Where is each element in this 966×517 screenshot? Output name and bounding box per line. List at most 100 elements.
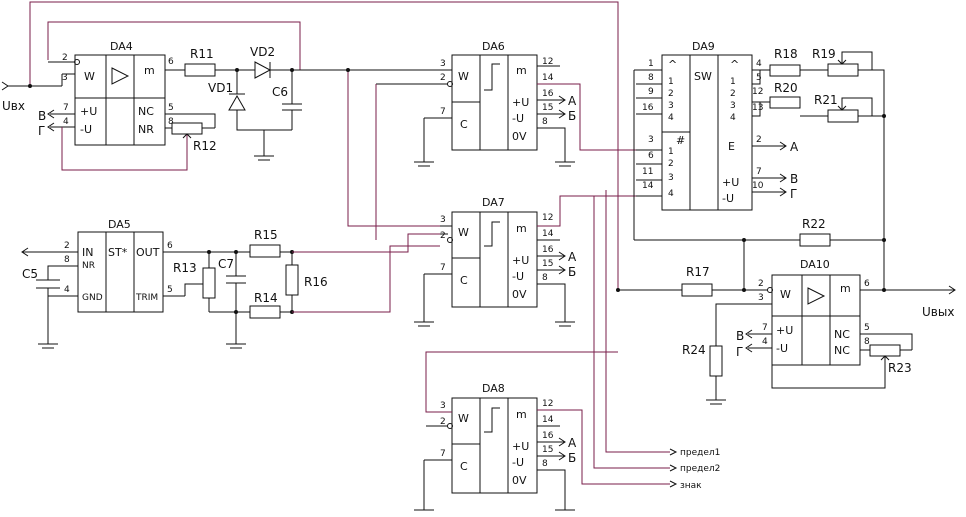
da8-pin-3: 3: [440, 401, 446, 411]
capacitor-c7: C7: [218, 250, 246, 349]
vd1-label: VD1: [208, 81, 233, 95]
da9-pin-5: 5: [756, 73, 762, 83]
da7-pin-16: 16: [542, 245, 554, 255]
da5-out: OUT: [136, 246, 160, 259]
da9-row-l1: 1: [668, 77, 674, 87]
resistor-r23: R23: [771, 333, 913, 389]
da6-pin-15: 15: [542, 103, 553, 113]
da8-pu: +U: [512, 440, 529, 453]
da8-pin-8: 8: [542, 459, 548, 469]
da5-gnd: GND: [82, 293, 103, 303]
da10-w: W: [780, 288, 791, 301]
chip-da6: DA6 W C m +U -U 0V 3 2 7 12 14 16 15 8 А…: [376, 40, 636, 167]
da9-row-r3: 3: [730, 101, 736, 111]
da10-pin-5: 5: [864, 323, 870, 333]
da9-v-label: В: [790, 172, 798, 186]
da10-pin-7: 7: [762, 323, 768, 333]
da9-pin-12: 12: [752, 87, 763, 97]
output-terminal: Uвых: [860, 285, 956, 319]
da10-v-label: В: [736, 329, 744, 343]
da8-w: W: [458, 412, 469, 425]
da8-name: DA8: [482, 382, 505, 395]
da7-pin-15: 15: [542, 259, 553, 269]
da9-pin-7: 7: [756, 167, 762, 177]
da5-trim: TRIM: [135, 293, 158, 303]
chip-da8: DA8 W C m +U -U 0V 3 2 7 12 14 16 15 8 А…: [414, 351, 670, 511]
da7-w: W: [458, 226, 469, 239]
da5-nr: NR: [82, 261, 95, 271]
da7-name: DA7: [482, 196, 505, 209]
da4-pin-2: 2: [62, 53, 68, 63]
da9-caret-left: ^: [668, 58, 677, 71]
da9-pin-2: 2: [756, 135, 762, 145]
da8-pin-2: 2: [440, 417, 446, 427]
da5-pin-2: 2: [64, 241, 70, 251]
da10-name: DA10: [800, 258, 830, 271]
da7-mu: -U: [512, 270, 524, 283]
resistor-r14: R14: [249, 291, 292, 319]
resistor-r24: R24: [682, 343, 726, 405]
da4-g-label: Г: [38, 124, 45, 138]
da5-name: DA5: [108, 218, 131, 231]
r23-label: R23: [888, 361, 912, 375]
da7-pin-3: 3: [440, 215, 446, 225]
da8-mu: -U: [512, 456, 524, 469]
da6-pin-8: 8: [542, 117, 548, 127]
da4-name: DA4: [110, 40, 133, 53]
da9-row-b3: 3: [668, 173, 674, 183]
r13-label: R13: [173, 261, 197, 275]
da6-pin-3: 3: [440, 59, 446, 69]
da10-pu: +U: [776, 324, 793, 337]
da4-return-wire: [47, 21, 301, 70]
da9-pin-14: 14: [642, 181, 654, 191]
da6-mu: -U: [512, 112, 524, 125]
r24-label: R24: [682, 343, 706, 357]
resistor-r22: R22: [634, 217, 886, 247]
da7-c: C: [460, 274, 468, 287]
da10-mu: -U: [776, 342, 788, 355]
da5-pin-4: 4: [64, 285, 70, 295]
da6-pu: +U: [512, 96, 529, 109]
da10-nc-2: NC: [834, 344, 850, 357]
da4-pin-4: 4: [63, 117, 69, 127]
da5-pin-5: 5: [167, 285, 173, 295]
resistor-r12: R12: [61, 122, 217, 171]
da10-pin-2: 2: [758, 279, 764, 289]
output-sign-label: знак: [680, 481, 702, 491]
da9-e: E: [728, 140, 735, 153]
resistor-r15: R15: [249, 228, 292, 258]
da9-pin-6: 6: [648, 151, 654, 161]
da4-minus-u: -U: [80, 123, 92, 136]
da9-row-l2: 2: [668, 89, 674, 99]
da9-row-r1: 1: [730, 77, 736, 87]
c6-label: C6: [272, 85, 288, 99]
vd2-label: VD2: [250, 45, 275, 59]
da8-m: m: [516, 408, 527, 421]
da9-pin-8: 8: [648, 73, 654, 83]
da9-pin-16: 16: [642, 103, 654, 113]
da9-pin-10: 10: [752, 181, 764, 191]
da10-pin-8: 8: [864, 337, 870, 347]
diode-vd2: VD2: [250, 45, 440, 79]
da10-m: m: [840, 282, 851, 295]
resistor-r20: R20: [752, 81, 801, 109]
da9-a-label: А: [790, 140, 799, 154]
da8-pin-12: 12: [542, 399, 553, 409]
da6-name: DA6: [482, 40, 505, 53]
da9-row-r2: 2: [730, 89, 736, 99]
da4-nc: NC: [138, 105, 154, 118]
r20-label: R20: [774, 81, 798, 95]
da8-c: C: [460, 460, 468, 473]
da8-pin-7: 7: [440, 449, 446, 459]
da4-pin-5: 5: [168, 103, 174, 113]
da7-pin-7: 7: [440, 263, 446, 273]
da8-a-label: А: [568, 436, 577, 450]
da6-m: m: [516, 64, 527, 77]
da4-pin-7: 7: [63, 103, 69, 113]
da10-nc-1: NC: [834, 328, 850, 341]
r15-label: R15: [254, 228, 278, 242]
chip-da10: DA10 W m +U -U NC NC 2 3 6 7 4 5 8 В Г: [715, 258, 870, 366]
da7-pin-14: 14: [542, 229, 554, 239]
da6-pin-14: 14: [542, 73, 554, 83]
capacitor-c5: C5: [22, 267, 60, 349]
